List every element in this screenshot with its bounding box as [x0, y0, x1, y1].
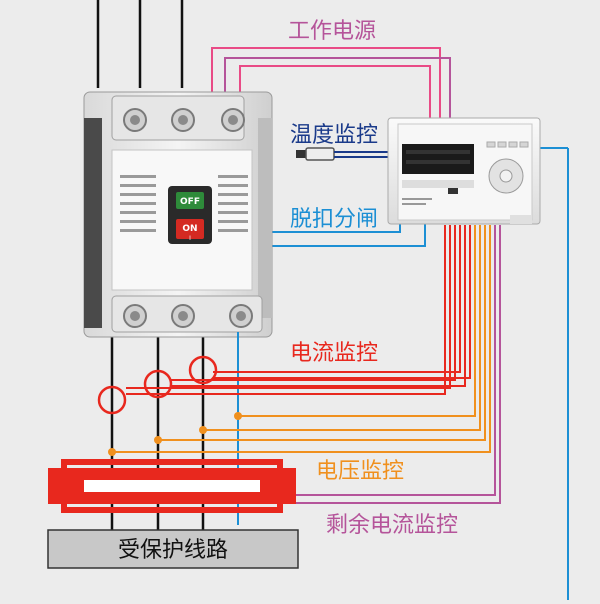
breaker-on-symbol: I — [189, 235, 191, 242]
monitoring-device — [387, 117, 541, 225]
device-display — [402, 144, 474, 174]
protected-line-box: 受保护线路 — [47, 529, 299, 569]
label-power: 工作电源 — [288, 19, 376, 44]
label-voltage: 电压监控 — [316, 459, 404, 484]
breaker-off-label: OFF — [180, 197, 200, 207]
breaker-on-label: ON — [182, 224, 197, 234]
protected-line-label: 受保护线路 — [118, 538, 228, 563]
incoming-lines — [96, 0, 184, 88]
residual-wires — [275, 225, 501, 504]
breaker-top-terminals — [111, 95, 245, 141]
breaker-bottom-terminals — [111, 295, 263, 333]
voltage-wires — [112, 225, 491, 453]
label-trip: 脱扣分闸 — [290, 207, 378, 232]
voltage-tap-points — [108, 412, 242, 456]
residual-current-transformer — [48, 459, 296, 513]
breaker-handle: OFF ON I — [168, 186, 212, 244]
label-current: 电流监控 — [290, 341, 378, 366]
label-residual: 剩余电流监控 — [326, 513, 458, 538]
label-temperature: 温度监控 — [290, 123, 378, 148]
current-transformers — [97, 355, 218, 415]
current-wires — [126, 225, 471, 395]
circuit-breaker: OFF ON I — [83, 91, 273, 338]
temperature-sensor — [296, 147, 398, 161]
